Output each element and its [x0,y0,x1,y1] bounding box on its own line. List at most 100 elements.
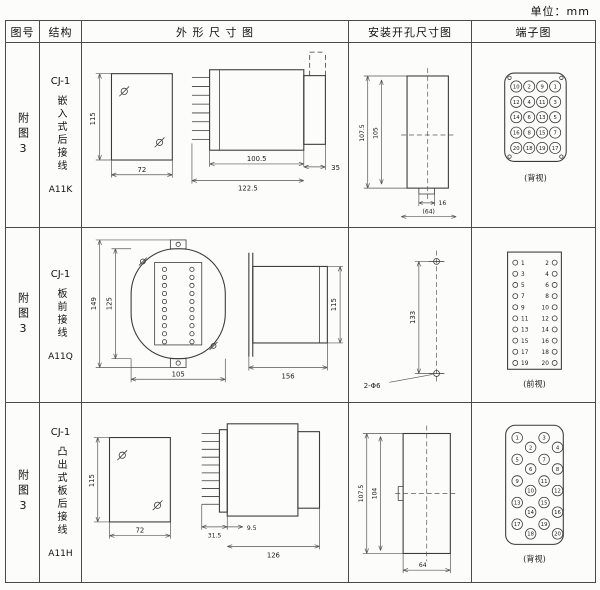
dim-label-100-5: 100.5 [247,155,267,163]
svg-text:13: 13 [538,115,545,121]
install-drawing-a11k: 107.5 105 16 (64) [358,67,456,219]
svg-text:20: 20 [512,146,519,152]
svg-text:15: 15 [540,501,547,507]
svg-text:14: 14 [541,328,549,334]
svg-text:8: 8 [527,131,530,137]
model-label: A11Q [48,351,73,362]
dim-label-105: 105 [172,370,185,378]
svg-text:10: 10 [512,84,519,90]
fig-no-cell: 附图3 [5,402,40,583]
svg-text:19: 19 [540,522,547,528]
svg-text:8: 8 [555,467,558,473]
col-header-terminal: 端子图 [471,20,596,43]
svg-text:8: 8 [545,294,549,300]
dim-label-115: 115 [89,112,97,125]
series-label: CJ-1 [50,268,71,280]
svg-text:18: 18 [525,146,532,152]
install-cell: 107.5 105 16 (64) [348,42,472,228]
dim-label-115: 115 [88,474,96,487]
terminal-view-label: (背视) [524,173,547,183]
svg-text:5: 5 [521,283,525,289]
structure-cell: CJ-1 嵌入式后接线 A11K [39,42,82,228]
outline-drawing-a11q: 149 125 105 115 156 [90,239,344,383]
svg-text:10: 10 [527,489,534,495]
structure-label: 板前接线 [55,287,66,340]
dim-label-9-5: 9.5 [247,525,257,532]
svg-text:3: 3 [521,272,525,278]
svg-text:11: 11 [538,100,545,106]
dim-label-149: 149 [90,297,98,310]
structure-cell: CJ-1 板前接线 A11Q [39,227,82,403]
svg-text:4: 4 [527,100,531,106]
svg-text:12: 12 [512,100,519,106]
outline-cell: 149 125 105 115 156 [81,227,349,403]
svg-text:7: 7 [542,457,545,463]
svg-text:6: 6 [545,283,549,289]
series-label: CJ-1 [50,426,71,438]
svg-text:9: 9 [521,305,525,311]
fig-no-label: 附图3 [16,469,30,516]
svg-text:13: 13 [521,328,529,334]
svg-text:2: 2 [528,445,531,451]
col-header-fig-no: 图号 [5,20,40,43]
dim-label-72: 72 [136,527,145,535]
svg-text:4: 4 [545,272,549,278]
dim-label-72: 72 [138,166,147,174]
fig-no-label: 附图3 [16,111,30,159]
terminal-view-label: (背视) [523,554,546,564]
svg-text:5: 5 [515,457,518,463]
svg-text:9: 9 [540,84,543,90]
structure-label: 嵌入式后接线 [55,94,66,173]
dim-label-115-side: 115 [330,298,338,311]
svg-text:20: 20 [554,532,561,538]
dim-label-31-5: 31.5 [208,533,222,540]
unit-label: 单位：mm [530,5,590,18]
fig-no-cell: 附图3 [5,42,40,228]
dim-label-64-ref: (64) [422,208,434,215]
terminal-view-label: (前视) [523,379,546,389]
svg-text:1: 1 [553,84,556,90]
svg-text:7: 7 [553,131,556,137]
svg-text:15: 15 [538,131,545,137]
dim-label-122-5: 122.5 [238,184,258,192]
outline-drawing-a11h: 115 72 31.5 9.5 126 [88,423,321,559]
header-row: 图号 结构 外 形 尺 寸 图 安装开孔尺寸图 端子图 [5,20,596,43]
svg-text:2: 2 [545,261,549,267]
structure-label: 凸出式板后接线 [55,445,66,537]
model-label: A11H [48,548,73,559]
install-drawing-a11h: 107.5 104 64 [357,425,458,574]
svg-text:20: 20 [541,361,549,367]
outline-cell: 115 72 100.5 122.5 [81,42,349,228]
outline-drawing-a11k: 115 72 100.5 122.5 [89,51,340,192]
hole-spec-label: 2-Φ6 [363,382,380,390]
fig-no-cell: 附图3 [5,227,40,403]
svg-text:17: 17 [521,350,529,356]
svg-text:17: 17 [551,146,558,152]
model-label: A11K [48,184,73,195]
svg-text:9: 9 [515,479,518,485]
install-cell: 133 2-Φ6 [348,227,472,403]
col-header-install: 安装开孔尺寸图 [348,20,472,43]
dim-label-125: 125 [105,297,113,310]
svg-text:18: 18 [541,350,549,356]
svg-text:16: 16 [512,131,519,137]
dim-label-64: 64 [418,562,426,569]
svg-text:1: 1 [521,261,525,267]
fig-no-label: 附图3 [16,291,30,339]
structure-cell: CJ-1 凸出式板后接线 A11H [39,402,82,583]
svg-text:16: 16 [554,510,561,516]
svg-text:11: 11 [540,479,547,485]
svg-text:7: 7 [521,294,525,300]
svg-text:5: 5 [553,115,556,121]
table-row-a11k: 附图3 CJ-1 嵌入式后接线 A11K 115 [5,42,596,228]
svg-text:2: 2 [527,84,530,90]
svg-text:16: 16 [541,339,549,345]
dim-label-107-5: 107.5 [357,485,364,503]
